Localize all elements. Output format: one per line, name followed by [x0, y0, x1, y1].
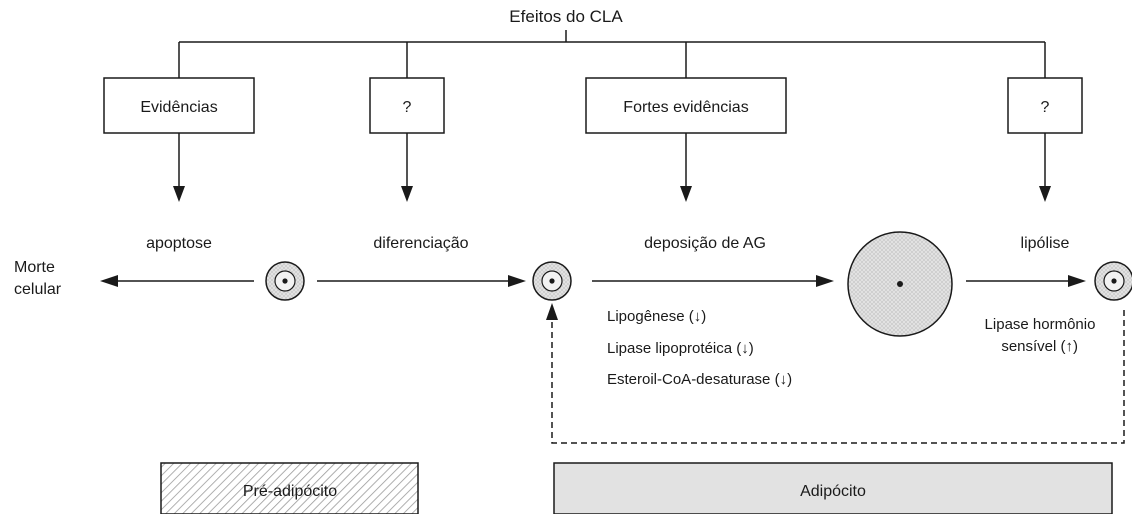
box-question-2-label: ?	[1041, 99, 1050, 116]
pre-adipocyte-cell	[265, 261, 305, 301]
feedback-loop	[546, 303, 1125, 444]
stage-adipocito-label: Adipócito	[800, 483, 866, 500]
diagram-title: Efeitos do CLA	[509, 7, 623, 26]
effect-esteroil-coa: Esteroil-CoA-desaturase (↓)	[607, 371, 792, 388]
process-apoptose: apoptose	[146, 235, 212, 252]
cell-death-label-line1: Morte	[14, 259, 55, 276]
process-diferenciacao: diferenciação	[373, 235, 468, 252]
effect-lipase-hormonio-line2: sensível (↑)	[1001, 338, 1078, 355]
box-question-1: ?	[369, 77, 445, 134]
process-deposicao: deposição de AG	[644, 235, 766, 252]
box-fortes-evidencias-label: Fortes evidências	[623, 99, 748, 116]
stage-pre-adipocito-label: Pré-adipócito	[243, 483, 337, 500]
small-adipocyte-cell	[532, 261, 572, 301]
effect-lipase-lipoproteica: Lipase lipoprotéica (↓)	[607, 340, 754, 357]
box-fortes-evidencias: Fortes evidências	[585, 77, 787, 134]
cell-death-label-line2: celular	[14, 281, 62, 298]
effect-lipase-hormonio-line1: Lipase hormônio	[985, 316, 1096, 333]
stage-pre-adipocito: Pré-adipócito	[160, 462, 419, 514]
effect-lipogenese: Lipogênese (↓)	[607, 308, 706, 325]
shrinking-adipocyte-cell	[1094, 261, 1132, 301]
box-evidencias: Evidências	[103, 77, 255, 134]
flow-arrows	[100, 275, 1086, 287]
down-arrows	[173, 133, 1051, 202]
stage-adipocito: Adipócito	[553, 462, 1113, 514]
large-adipocyte-cell	[847, 231, 953, 337]
top-bracket	[178, 30, 1046, 78]
box-question-2: ?	[1007, 77, 1083, 134]
box-question-1-label: ?	[403, 99, 412, 116]
process-lipolise: lipólise	[1021, 235, 1070, 252]
box-evidencias-label: Evidências	[140, 99, 217, 116]
